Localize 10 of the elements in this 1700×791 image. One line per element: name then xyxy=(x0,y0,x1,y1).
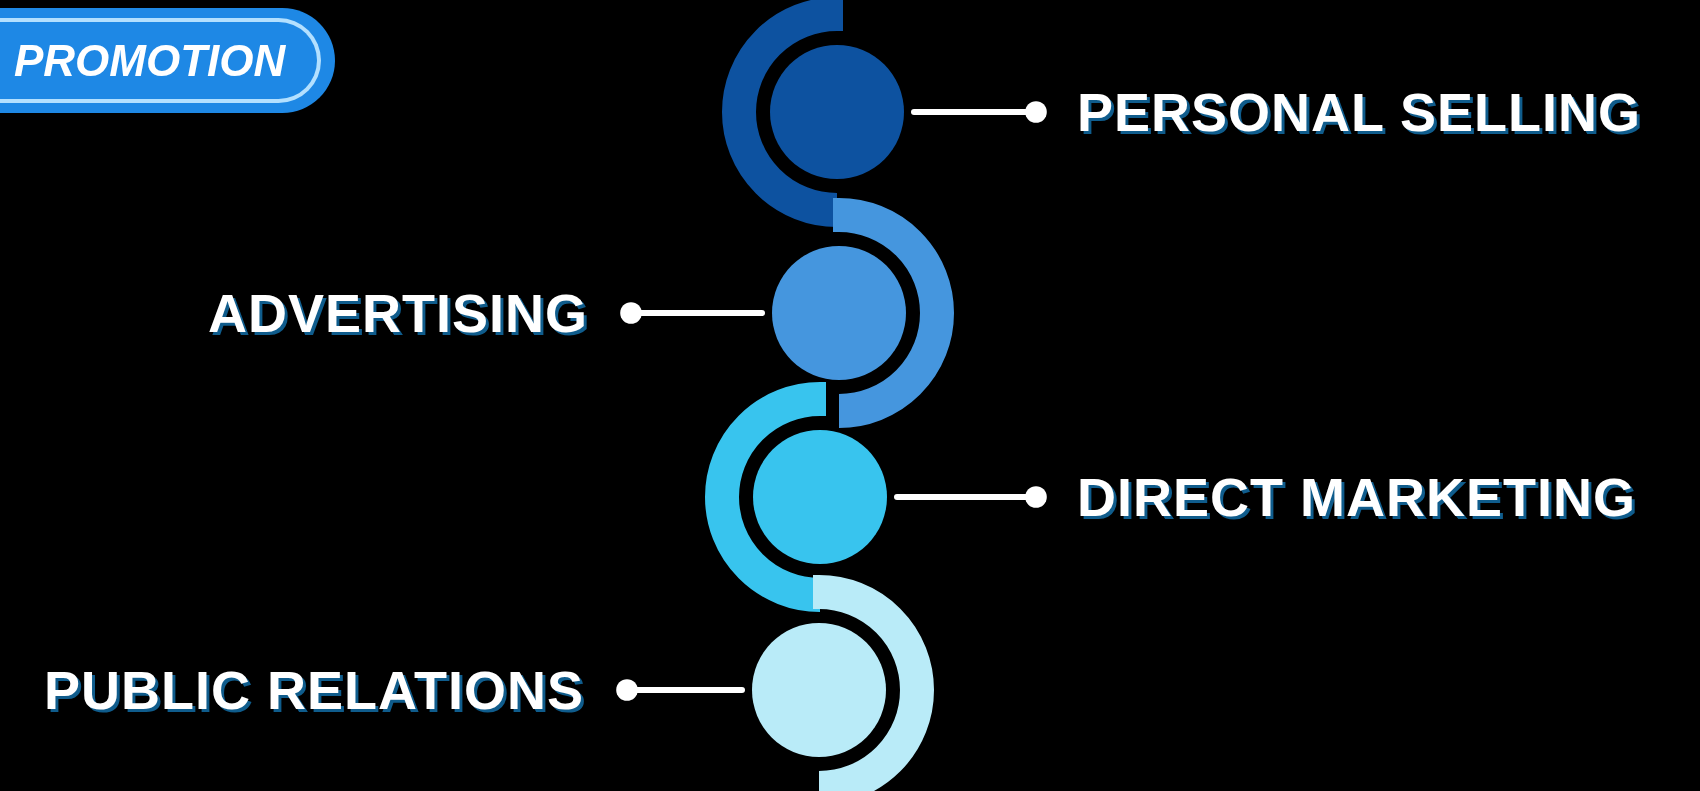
item-label: DIRECT MARKETING xyxy=(1077,470,1636,524)
connector-line xyxy=(894,486,1047,508)
title-pill xyxy=(0,8,335,113)
connector-line xyxy=(620,302,765,324)
title-text: PROMOTION xyxy=(13,38,286,83)
item-label: PERSONAL SELLING xyxy=(1077,85,1642,139)
item-label: ADVERTISING xyxy=(207,286,588,340)
connector-line xyxy=(911,101,1047,123)
connector-line xyxy=(616,679,745,701)
item-label: PUBLIC RELATIONS xyxy=(44,663,584,717)
